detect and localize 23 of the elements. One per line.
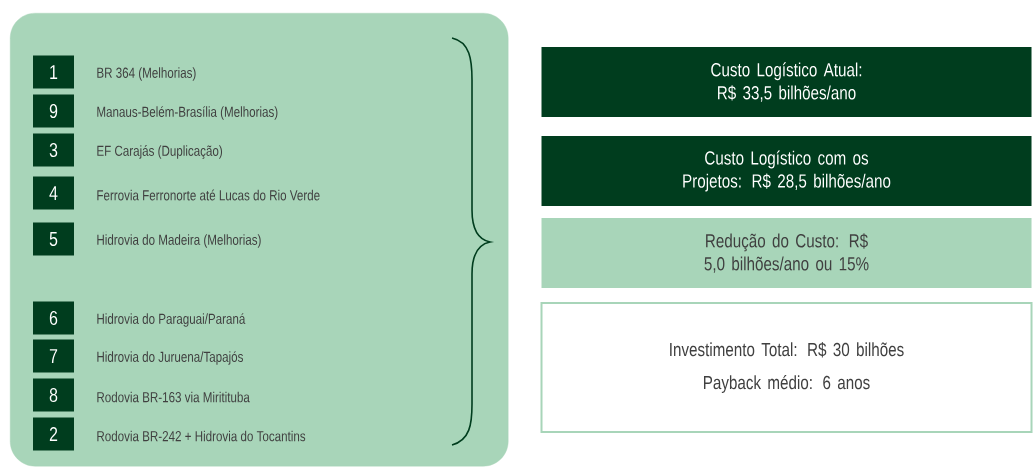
number-box: 8	[33, 378, 74, 412]
summary-box: Investimento Total: R$ 30 bilhões Payback médio: 6 anos	[540, 302, 1033, 433]
number-box: 5	[33, 222, 74, 256]
number-box: 6	[33, 301, 74, 335]
number-box: 1	[33, 55, 74, 89]
number-box: 9	[33, 94, 74, 128]
item-label: BR 364 (Melhorias)	[97, 67, 196, 81]
item-label: Manaus-Belém-Brasília (Melhorias)	[97, 106, 278, 120]
item-label: Hidrovia do Madeira (Melhorias)	[97, 234, 261, 248]
item-label: Rodovia BR-242 + Hidrovia do Tocantins	[97, 430, 306, 442]
item-label: Rodovia BR-163 via Miritituba	[97, 391, 250, 403]
number-box: 7	[33, 339, 74, 373]
number-box: 4	[33, 176, 74, 210]
summary-box: Redução do Custo: R$ 5,0 bilhões/ano ou 15%	[541, 218, 1032, 288]
item-label: Ferrovia Ferronorte até Lucas do Rio Verde	[97, 189, 320, 201]
summary-box: Custo Logístico Atual: R$ 33,5 bilhões/ano	[541, 47, 1032, 117]
item-label: EF Carajás (Duplicação)	[97, 145, 222, 159]
item-label: Hidrovia do Juruena/Tapajós	[97, 351, 243, 365]
number-box: 2	[33, 417, 74, 451]
item-label: Hidrovia do Paraguai/Paraná	[97, 313, 246, 327]
summary-box: Custo Logístico com os Projetos: R$ 28,5 bilhões/ano	[541, 136, 1032, 206]
number-box: 3	[33, 133, 74, 167]
panel-background	[10, 13, 509, 467]
